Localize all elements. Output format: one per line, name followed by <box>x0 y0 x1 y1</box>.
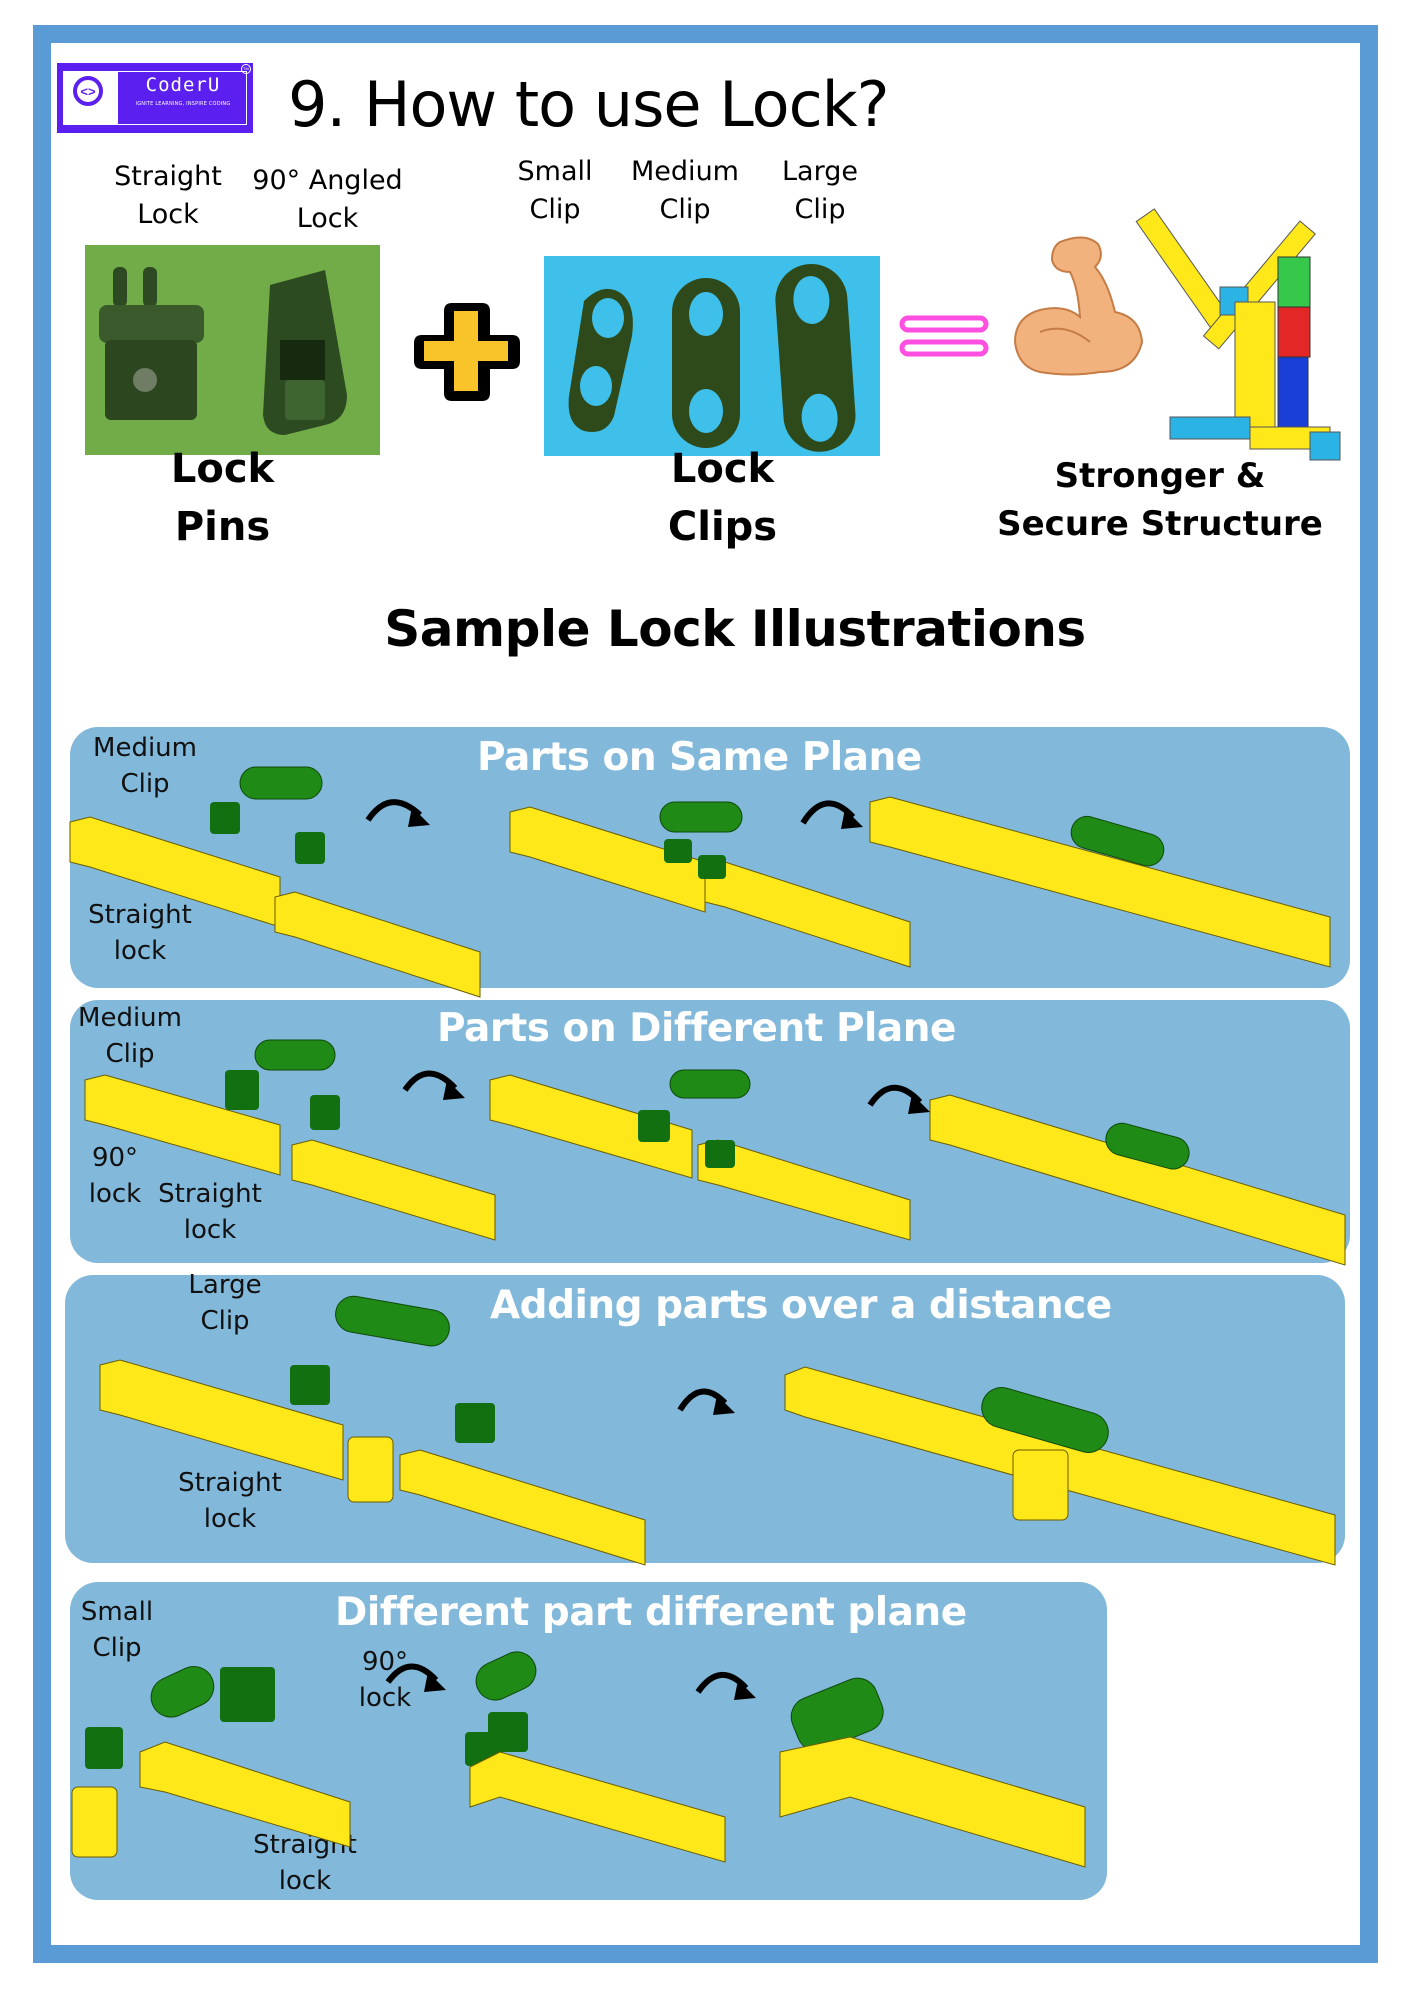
trademark-icon: TM <box>241 64 251 74</box>
page-title: 9. How to use Lock? <box>288 68 890 141</box>
beam-assembled <box>929 1094 1346 1266</box>
arrow-head-icon <box>424 1672 446 1692</box>
medium-clip-icon <box>239 766 323 800</box>
beam-right <box>291 1139 496 1241</box>
logo-tagline: IGNITE LEARNING, INSPIRE CODING <box>135 101 231 107</box>
panel-illustration <box>69 766 1331 998</box>
straight-lock-pin-icon <box>99 267 204 420</box>
arrow-head-icon <box>734 1680 756 1700</box>
medium-clip-icon <box>672 278 740 448</box>
square-connector <box>71 1786 118 1858</box>
straight-lock-icon <box>295 832 325 864</box>
logo-border <box>63 71 247 125</box>
flexed-biceps-icon <box>1013 236 1144 376</box>
large-clip-icon <box>335 1295 450 1347</box>
angled-lock-icon <box>225 1070 259 1110</box>
straight-lock-icon <box>85 1727 123 1769</box>
illustration-panel-over-distance: Adding parts over a distance Large Clip … <box>65 1270 1345 1566</box>
medium-clip-assembled <box>1105 1122 1190 1170</box>
large-clip-label: Large Clip <box>188 1270 262 1336</box>
beam-left <box>99 1359 344 1481</box>
straight-lock-label: Straight lock <box>158 1179 262 1245</box>
panel-title: Parts on Different Plane <box>437 1006 956 1051</box>
straight-lock-label: Straight Lock <box>114 161 222 230</box>
panel-title: Parts on Same Plane <box>477 735 922 780</box>
straight-lock-icon <box>698 855 726 879</box>
large-clip-assembled <box>981 1387 1109 1453</box>
arrow-head-icon <box>841 809 863 829</box>
beam-assembled <box>869 796 1331 968</box>
lock-pins-caption: Lock Pins <box>170 446 275 550</box>
panel-illustration <box>84 1039 1346 1266</box>
straight-lock-icon <box>664 839 692 863</box>
medium-clip-label: Medium Clip <box>93 733 197 799</box>
connector-block <box>347 1436 394 1503</box>
angled-lock-label: 90° lock <box>88 1143 142 1209</box>
small-clip-label: Small Clip <box>517 156 593 225</box>
lock-clips-caption: Lock Clips <box>667 446 778 550</box>
angled-lock-icon <box>220 1667 275 1722</box>
straight-lock-label: Straight lock <box>88 900 192 966</box>
lock-clips-photo <box>544 256 880 456</box>
beam-left <box>69 816 281 928</box>
arrow-head-icon <box>713 1395 735 1415</box>
medium-clip-icon <box>254 1039 336 1071</box>
illustration-panel-different-plane: Parts on Different Plane Medium Clip 90°… <box>70 1000 1350 1266</box>
small-clip-icon <box>475 1651 537 1701</box>
straight-lock-label: Straight lock <box>178 1468 282 1534</box>
straight-lock-icon <box>310 1095 340 1130</box>
beam-left-step2 <box>489 1074 693 1179</box>
illustration-panel-same-plane: Parts on Same Plane Medium Clip Straight… <box>69 727 1350 998</box>
beam-side-holes <box>139 1741 351 1848</box>
panel-illustration <box>71 1651 1086 1868</box>
code-brackets-icon: <> <box>73 76 103 106</box>
equals-icon <box>899 315 989 357</box>
robot-structure-illustration <box>1135 208 1341 461</box>
straight-lock-icon <box>455 1403 495 1443</box>
large-clip-label: Large Clip <box>782 156 858 225</box>
angled-lock-icon <box>638 1110 670 1142</box>
arrow-head-icon <box>908 1094 930 1114</box>
straight-lock-label: Straight lock <box>253 1830 357 1896</box>
beam-left-step2 <box>509 806 706 913</box>
medium-clip-label: Medium Clip <box>631 156 739 225</box>
logo-name: CoderU <box>145 74 221 96</box>
lock-clips-illustration <box>568 264 856 452</box>
large-clip-icon <box>775 264 856 452</box>
straight-lock-icon <box>705 1140 735 1168</box>
panel-title: Adding parts over a distance <box>490 1283 1112 1328</box>
angled-lock-label: 90° Angled Lock <box>252 165 403 234</box>
straight-lock-icon <box>290 1365 330 1405</box>
beam-right <box>274 891 481 998</box>
arrow-head-icon <box>443 1080 465 1100</box>
connector-block <box>1012 1449 1069 1521</box>
plus-icon <box>414 303 520 401</box>
small-clip-icon <box>150 1666 215 1718</box>
medium-clip-icon <box>659 801 743 833</box>
arrow-head-icon <box>408 807 430 827</box>
beam-right-step2 <box>704 861 911 968</box>
beam-step2 <box>469 1751 726 1863</box>
section-heading: Sample Lock Illustrations <box>384 600 1086 658</box>
lock-pins-photo <box>85 245 380 455</box>
result-caption: Stronger & Secure Structure <box>997 456 1323 544</box>
medium-clip-icon <box>669 1069 751 1099</box>
medium-clip-assembled <box>1070 815 1165 867</box>
straight-lock-icon <box>210 802 240 834</box>
lock-pins-illustration <box>99 267 347 435</box>
beam-assembled <box>779 1736 1086 1868</box>
panel-illustration <box>99 1295 1336 1566</box>
coderu-logo: <> CoderU IGNITE LEARNING, INSPIRE CODIN… <box>57 63 253 133</box>
beam-right <box>399 1449 646 1566</box>
medium-clip-label: Medium Clip <box>78 1003 182 1069</box>
panel-title: Different part different plane <box>335 1590 967 1635</box>
angled-lock-pin-icon <box>263 270 347 435</box>
small-clip-label: Small Clip <box>80 1597 154 1663</box>
small-clip-icon <box>568 288 633 432</box>
illustration-panel-different-part: Different part different plane Small Cli… <box>70 1582 1107 1900</box>
beam-left <box>84 1074 281 1176</box>
